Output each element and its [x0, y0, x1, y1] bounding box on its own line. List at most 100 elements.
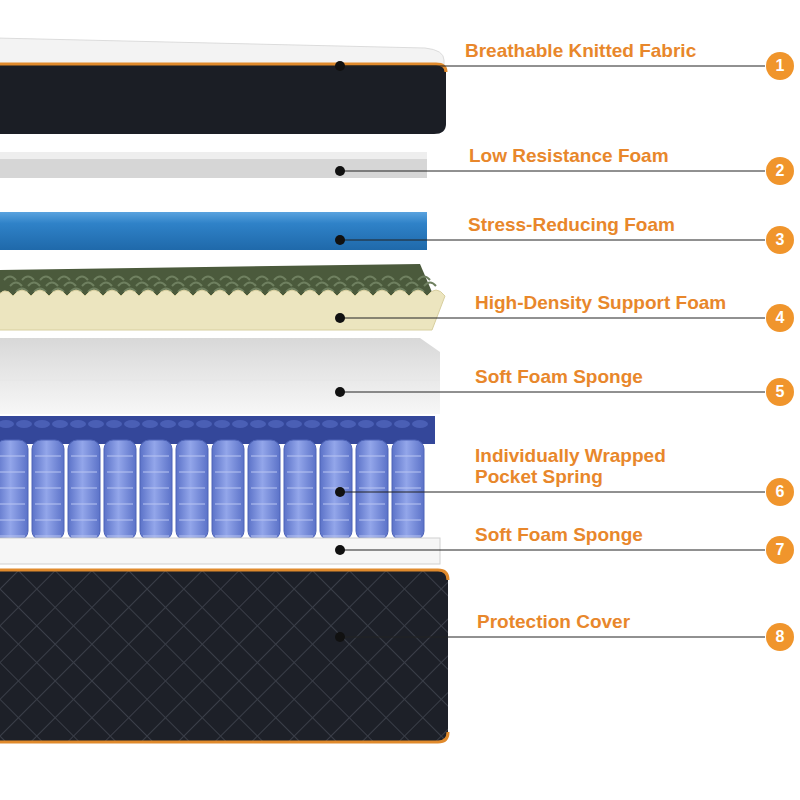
- spring-top: [16, 420, 32, 428]
- spring-ring: [107, 488, 133, 489]
- spring-ring: [323, 520, 349, 521]
- spring-ring: [71, 504, 97, 505]
- callout-number: 4: [776, 310, 785, 326]
- spring-top: [196, 420, 212, 428]
- part-label: Low Resistance Foam: [469, 145, 724, 166]
- callout-number: 6: [776, 484, 785, 500]
- spring-ring: [71, 536, 97, 537]
- part-label: High-Density Support Foam: [475, 292, 730, 313]
- spring-ring: [107, 456, 133, 457]
- spring-pocket: [248, 440, 280, 540]
- spring-ring: [179, 456, 205, 457]
- spring-ring: [395, 472, 421, 473]
- layer-low-resistance-foam: [0, 152, 427, 178]
- spring-ring: [107, 472, 133, 473]
- callout-number: 8: [776, 629, 785, 645]
- spring-top: [142, 420, 158, 428]
- spring-ring: [107, 520, 133, 521]
- spring-ring: [0, 536, 25, 537]
- spring-ring: [179, 504, 205, 505]
- spring-ring: [107, 504, 133, 505]
- spring-ring: [287, 472, 313, 473]
- spring-ring: [179, 536, 205, 537]
- spring-pocket: [140, 440, 172, 540]
- layer-soft-foam-upper: [0, 338, 440, 414]
- layer-protection-cover: [0, 570, 448, 742]
- callout-number: 2: [776, 163, 785, 179]
- spring-ring: [35, 456, 61, 457]
- spring-ring: [143, 456, 169, 457]
- spring-ring: [143, 520, 169, 521]
- callout-circle: 8: [766, 623, 794, 651]
- spring-ring: [143, 504, 169, 505]
- spring-ring: [179, 520, 205, 521]
- spring-top: [268, 420, 284, 428]
- spring-ring: [251, 456, 277, 457]
- spring-top: [214, 420, 230, 428]
- spring-ring: [287, 456, 313, 457]
- callout-circle: 4: [766, 304, 794, 332]
- spring-ring: [359, 472, 385, 473]
- spring-pocket: [32, 440, 64, 540]
- spring-top: [232, 420, 248, 428]
- spring-ring: [71, 472, 97, 473]
- spring-top: [160, 420, 176, 428]
- spring-ring: [143, 488, 169, 489]
- spring-top: [340, 420, 356, 428]
- spring-ring: [287, 520, 313, 521]
- spring-ring: [215, 456, 241, 457]
- spring-ring: [323, 504, 349, 505]
- spring-ring: [71, 520, 97, 521]
- spring-ring: [251, 520, 277, 521]
- spring-top: [304, 420, 320, 428]
- spring-top: [70, 420, 86, 428]
- spring-ring: [0, 488, 25, 489]
- layer-stress-reducing-foam: [0, 212, 427, 250]
- eggcrate-front: [0, 290, 445, 330]
- spring-ring: [179, 472, 205, 473]
- spring-ring: [215, 488, 241, 489]
- part-label: Soft Foam Sponge: [475, 366, 730, 387]
- spring-ring: [215, 504, 241, 505]
- spring-pocket: [320, 440, 352, 540]
- layer-high-density-foam: [0, 264, 445, 330]
- spring-ring: [359, 456, 385, 457]
- spring-ring: [359, 536, 385, 537]
- spring-ring: [107, 536, 133, 537]
- spring-ring: [359, 488, 385, 489]
- spring-top: [250, 420, 266, 428]
- callout-circle: 1: [766, 52, 794, 80]
- spring-pocket: [356, 440, 388, 540]
- spring-ring: [35, 536, 61, 537]
- spring-pocket: [212, 440, 244, 540]
- spring-ring: [0, 520, 25, 521]
- spring-top: [52, 420, 68, 428]
- spring-ring: [251, 504, 277, 505]
- callout-circle: 5: [766, 378, 794, 406]
- spring-pocket: [0, 440, 28, 540]
- layer-pocket-springs: [0, 416, 435, 540]
- spring-top: [106, 420, 122, 428]
- spring-ring: [143, 472, 169, 473]
- spring-pocket: [68, 440, 100, 540]
- spring-top: [412, 420, 428, 428]
- spring-ring: [395, 456, 421, 457]
- leader-dots: [335, 61, 345, 642]
- callout-circle: 6: [766, 478, 794, 506]
- spring-ring: [35, 488, 61, 489]
- spring-top: [178, 420, 194, 428]
- spring-ring: [323, 536, 349, 537]
- spring-ring: [395, 520, 421, 521]
- spring-top: [358, 420, 374, 428]
- spring-ring: [287, 536, 313, 537]
- callout-number: 7: [776, 542, 785, 558]
- spring-ring: [359, 504, 385, 505]
- spring-ring: [215, 520, 241, 521]
- spring-ring: [395, 536, 421, 537]
- spring-top: [0, 420, 14, 428]
- spring-ring: [0, 504, 25, 505]
- spring-ring: [287, 504, 313, 505]
